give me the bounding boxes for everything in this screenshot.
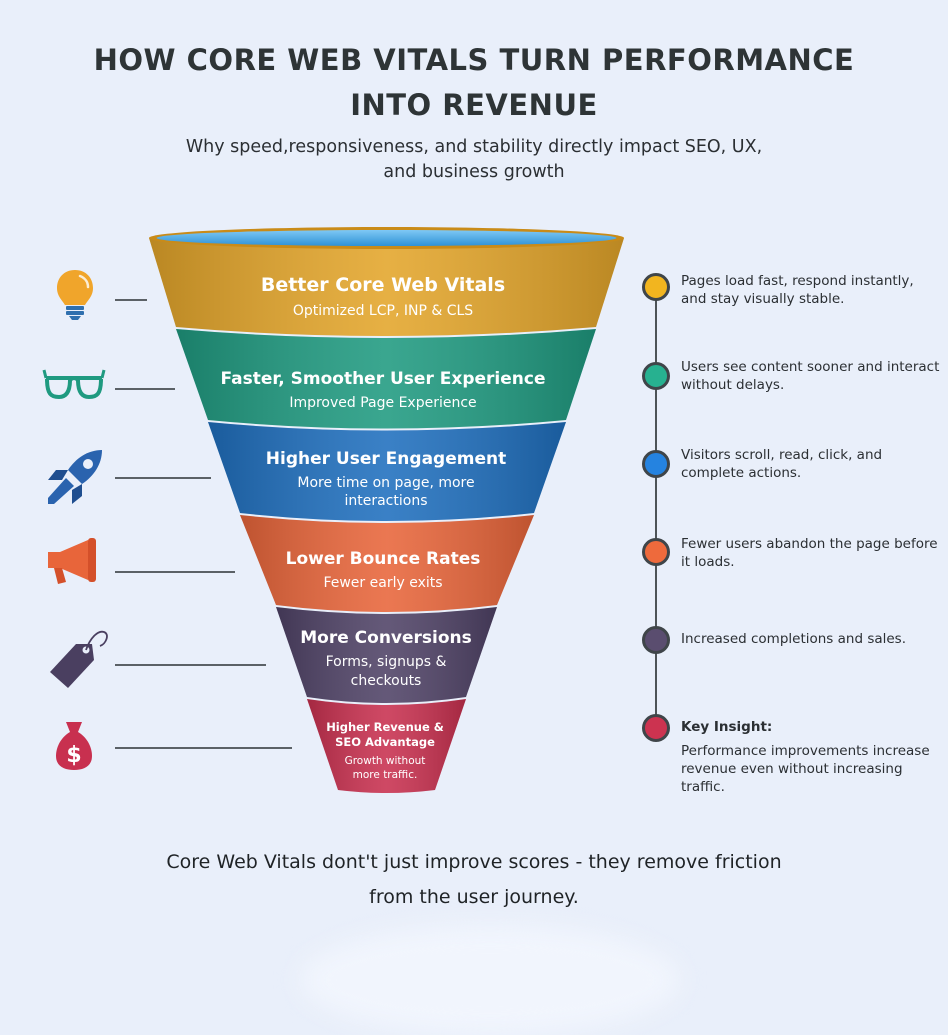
leader-line-4	[115, 571, 235, 573]
timeline-item-6: Key Insight: Performance improvements in…	[681, 718, 943, 796]
timeline-dot-5	[642, 626, 670, 654]
svg-text:$: $	[66, 743, 81, 768]
stage-6-title-line-1: Higher Revenue &	[326, 720, 444, 734]
stage-5-title: More Conversions	[300, 628, 472, 648]
leader-line-2	[115, 388, 175, 390]
money-bag-icon: $	[56, 722, 92, 770]
page-title-line-2: INTO REVENUE	[350, 88, 598, 122]
timeline-text-1: Pages load fast, respond instantly, and …	[681, 273, 914, 307]
leader-line-1	[115, 299, 147, 301]
timeline-dot-2	[642, 362, 670, 390]
page-title-line-1: HOW CORE WEB VITALS TURN PERFORMANCE	[93, 43, 855, 77]
key-insight-text: Performance improvements increase revenu…	[681, 743, 930, 795]
stage-3-title: Higher User Engagement	[266, 449, 506, 469]
stage-3-subtitle-line-2: interactions	[344, 493, 427, 509]
timeline-dot-6	[642, 714, 670, 742]
price-tag-icon	[50, 630, 108, 688]
stage-1-subtitle: Optimized LCP, INP & CLS	[293, 303, 473, 319]
footer-line-1: Core Web Vitals dont't just improve scor…	[166, 851, 782, 873]
timeline-text-3: Visitors scroll, read, click, and comple…	[681, 447, 883, 481]
leader-line-5	[115, 664, 266, 666]
stage-6-subtitle-line-2: more traffic.	[353, 769, 418, 781]
stage-3-subtitle-line-1: More time on page, more	[297, 475, 474, 491]
funnel-top-opening	[156, 230, 617, 246]
stage-4-subtitle: Fewer early exits	[323, 575, 442, 591]
timeline-text-2: Users see content sooner and interact wi…	[681, 359, 940, 393]
subtitle-line-2: and business growth	[383, 162, 565, 182]
timeline-text-5: Increased completions and sales.	[681, 631, 907, 647]
funnel-diagram: Better Core Web Vitals Optimized LCP, IN…	[149, 227, 624, 793]
lightbulb-icon	[57, 270, 93, 320]
megaphone-icon	[48, 538, 96, 584]
timeline-dot-3	[642, 450, 670, 478]
funnel-stage-2: Faster, Smoother User Experience Improve…	[176, 329, 596, 429]
funnel-stage-4: Lower Bounce Rates Fewer early exits	[240, 515, 534, 612]
funnel-stage-6: Higher Revenue & SEO Advantage Growth wi…	[307, 699, 466, 793]
stage-2-subtitle: Improved Page Experience	[289, 395, 476, 411]
stage-6-title-line-2: SEO Advantage	[335, 735, 435, 749]
leader-line-6	[115, 747, 292, 749]
funnel-stage-1: Better Core Web Vitals Optimized LCP, IN…	[149, 227, 624, 336]
timeline-dot-4	[642, 538, 670, 566]
timeline-line	[655, 287, 657, 728]
stage-5-subtitle-line-1: Forms, signups &	[326, 654, 447, 670]
subtitle-line-1: Why speed,responsiveness, and stability …	[185, 137, 763, 157]
timeline-dot-1	[642, 273, 670, 301]
footer-line-2: from the user journey.	[369, 886, 579, 908]
stage-6-subtitle-line-1: Growth without	[345, 755, 426, 767]
stage-1-title: Better Core Web Vitals	[261, 274, 505, 296]
stage-4-title: Lower Bounce Rates	[286, 549, 481, 569]
funnel-stage-5: More Conversions Forms, signups & checko…	[276, 607, 497, 703]
funnel-stage-3: Higher User Engagement More time on page…	[208, 422, 566, 521]
stage-2-title: Faster, Smoother User Experience	[221, 369, 546, 389]
rocket-icon	[48, 450, 102, 504]
stage-5-subtitle-line-2: checkouts	[351, 673, 422, 689]
footer-glow	[300, 925, 680, 1035]
timeline-text-4: Fewer users abandon the page before it l…	[681, 536, 938, 570]
glasses-icon	[42, 369, 106, 400]
key-insight-heading: Key Insight:	[681, 719, 773, 735]
leader-line-3	[115, 477, 211, 479]
